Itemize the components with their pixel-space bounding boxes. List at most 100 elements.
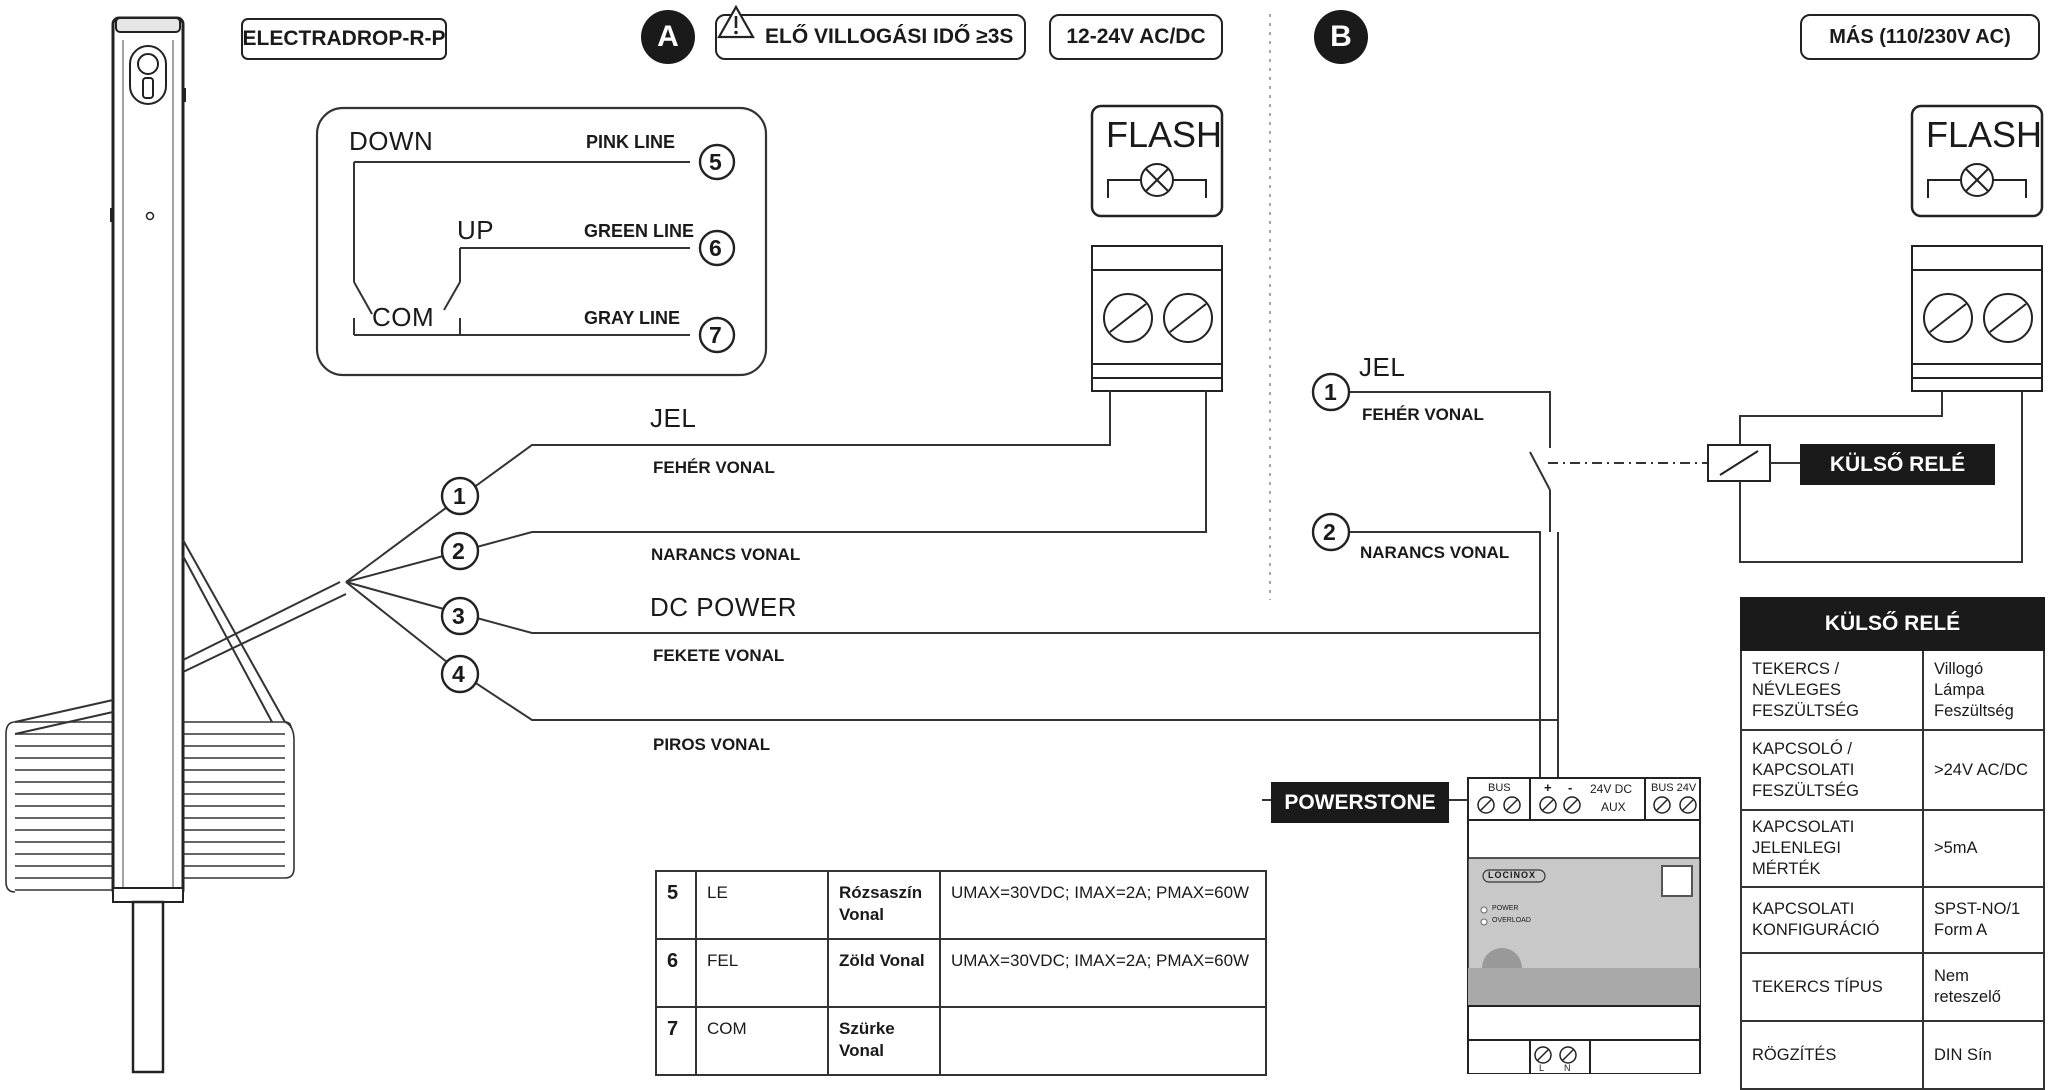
relay-param-cell: KAPCSOLÓ / KAPCSOLATI FESZÜLTSÉG xyxy=(1740,729,1924,811)
relay-value-cell: >24V AC/DC xyxy=(1922,729,2045,811)
relay-value-cell: >5mA xyxy=(1922,809,2045,888)
wire-num-cell: 6 xyxy=(655,938,697,1008)
wire-num-cell: 5 xyxy=(655,870,697,940)
table-row: 6 FEL Zöld Vonal UMAX=30VDC; IMAX=2A; PM… xyxy=(655,938,1267,1008)
badge-7: 7 xyxy=(709,322,722,348)
table-row: 7 COM Szürke Vonal xyxy=(655,1006,1267,1076)
relay-param-cell: KAPCSOLATI JELENLEGI MÉRTÉK xyxy=(1740,809,1924,888)
relay-table-title: KÜLSŐ RELÉ xyxy=(1740,597,2045,651)
badge-5: 5 xyxy=(709,149,722,175)
voltage-tag-text: 12-24V AC/DC xyxy=(1066,25,1206,48)
ps-brand: LOCINOX xyxy=(1488,870,1537,880)
wire-fan-a xyxy=(345,391,1558,721)
voltage-tag: 12-24V AC/DC xyxy=(1049,14,1223,60)
relay-param-cell: TEKERCS TÍPUS xyxy=(1740,952,1924,1022)
badge-b-2: 2 xyxy=(1323,519,1336,545)
relay-label-box: KÜLSŐ RELÉ xyxy=(1800,444,1995,485)
section-a-badge: A xyxy=(641,10,695,64)
green-line-label: GREEN LINE xyxy=(584,221,695,241)
wire-section-b xyxy=(1332,391,2023,782)
wire-color-cell: Rózsaszín Vonal xyxy=(827,870,941,940)
ps-bus-label: BUS xyxy=(1488,782,1511,794)
badge-6: 6 xyxy=(709,235,722,261)
warning-tag: ELŐ VILLOGÁSI IDŐ ≥3S xyxy=(715,14,1026,60)
product-tag-text: ELECTRADROP-R-P xyxy=(242,27,446,50)
powerstone-unit xyxy=(1467,777,1701,1074)
coiled-cable xyxy=(5,539,347,893)
contact-down-label: DOWN xyxy=(349,126,434,156)
badge-a-3: 3 xyxy=(452,603,465,629)
relay-param-cell: KAPCSOLATI KONFIGURÁCIÓ xyxy=(1740,886,1924,954)
wire-code-cell: COM xyxy=(695,1006,829,1076)
powerstone-label-text: POWERSTONE xyxy=(1284,790,1436,814)
ps-n-label: N xyxy=(1564,1063,1571,1073)
wire-num-cell: 7 xyxy=(655,1006,697,1076)
relay-param-cell: RÖGZÍTÉS xyxy=(1740,1020,1924,1090)
wire-spec-cell: UMAX=30VDC; IMAX=2A; PMAX=60W xyxy=(939,938,1267,1008)
wire-color-cell: Zöld Vonal xyxy=(827,938,941,1008)
table-row: TEKERCS TÍPUS Nem reteszelő xyxy=(1740,952,2045,1022)
section-b-badge: B xyxy=(1314,10,1368,64)
badge-b-1: 1 xyxy=(1324,379,1337,405)
piros-a-label: PIROS VONAL xyxy=(653,735,771,754)
ps-l-label: L xyxy=(1539,1063,1545,1073)
narancs-a-label: NARANCS VONAL xyxy=(651,545,801,564)
table-row: KAPCSOLATI JELENLEGI MÉRTÉK >5mA xyxy=(1740,809,2045,888)
ps-power-label: POWER xyxy=(1492,905,1519,912)
contact-box xyxy=(315,106,768,377)
table-row: KAPCSOLÓ / KAPCSOLATI FESZÜLTSÉG >24V AC… xyxy=(1740,729,2045,811)
warning-triangle-icon xyxy=(717,4,755,39)
jel-b-label: JEL xyxy=(1359,352,1406,382)
pink-line-label: PINK LINE xyxy=(586,132,676,152)
feher-a-label: FEHÉR VONAL xyxy=(653,458,775,477)
wire-spec-table: 5 LE Rózsaszín Vonal UMAX=30VDC; IMAX=2A… xyxy=(655,870,1267,1076)
flash-lamp-a xyxy=(1090,104,1224,392)
relay-value-cell: DIN Sín xyxy=(1922,1020,2045,1090)
table-row: RÖGZÍTÉS DIN Sín xyxy=(1740,1020,2045,1090)
ps-aux-line2: AUX xyxy=(1601,800,1626,814)
table-row: KAPCSOLATI KONFIGURÁCIÓ SPST-NO/1 Form A xyxy=(1740,886,2045,954)
ps-minus-label: - xyxy=(1568,780,1573,795)
ps-bus24-label: BUS 24V xyxy=(1651,782,1697,794)
relay-param-cell: TEKERCS / NÉVLEGES FESZÜLTSÉG xyxy=(1740,649,1924,731)
bollard-post xyxy=(110,16,186,1074)
badge-a-4: 4 xyxy=(452,661,465,687)
wire-code-cell: FEL xyxy=(695,938,829,1008)
relay-value-cell: Nem reteszelő xyxy=(1922,952,2045,1022)
wire-spec-cell xyxy=(939,1006,1267,1076)
badge-a-1: 1 xyxy=(453,483,466,509)
wire-spec-cell: UMAX=30VDC; IMAX=2A; PMAX=60W xyxy=(939,870,1267,940)
ps-overload-label: OVERLOAD xyxy=(1492,917,1531,924)
flash-a-title: FLASH xyxy=(1106,114,1223,155)
section-b-badge-text: B xyxy=(1330,20,1352,53)
table-row: TEKERCS / NÉVLEGES FESZÜLTSÉG Villogó Lá… xyxy=(1740,649,2045,731)
flash-b-title: FLASH xyxy=(1926,114,2043,155)
wire-color-cell: Szürke Vonal xyxy=(827,1006,941,1076)
relay-label-text: KÜLSŐ RELÉ xyxy=(1829,452,1966,476)
other-voltage-tag-text: MÁS (110/230V AC) xyxy=(1829,25,2011,48)
feher-b-label: FEHÉR VONAL xyxy=(1362,405,1484,424)
ps-plus-label: + xyxy=(1544,780,1552,795)
contact-com-label: COM xyxy=(372,302,435,332)
table-header-row: KÜLSŐ RELÉ xyxy=(1740,597,2045,651)
section-a-badge-text: A xyxy=(657,20,679,53)
powerstone-label-box: POWERSTONE xyxy=(1271,782,1449,823)
table-row: 5 LE Rózsaszín Vonal UMAX=30VDC; IMAX=2A… xyxy=(655,870,1267,940)
gray-line-label: GRAY LINE xyxy=(584,308,681,328)
dc-power-label: DC POWER xyxy=(650,592,797,622)
badge-a-2: 2 xyxy=(452,538,465,564)
product-tag: ELECTRADROP-R-P xyxy=(241,18,447,60)
jel-a-label: JEL xyxy=(650,403,697,433)
flash-lamp-b xyxy=(1910,104,2044,392)
warning-tag-text: ELŐ VILLOGÁSI IDŐ ≥3S xyxy=(765,25,1014,48)
fekete-a-label: FEKETE VONAL xyxy=(653,646,785,665)
other-voltage-tag: MÁS (110/230V AC) xyxy=(1800,14,2040,60)
relay-value-cell: Villogó Lámpa Feszültség xyxy=(1922,649,2045,731)
relay-value-cell: SPST-NO/1 Form A xyxy=(1922,886,2045,954)
wire-code-cell: LE xyxy=(695,870,829,940)
narancs-b-label: NARANCS VONAL xyxy=(1360,543,1510,562)
ps-aux-line1: 24V DC xyxy=(1590,782,1633,796)
relay-spec-table: KÜLSŐ RELÉ TEKERCS / NÉVLEGES FESZÜLTSÉG… xyxy=(1740,597,2045,1090)
